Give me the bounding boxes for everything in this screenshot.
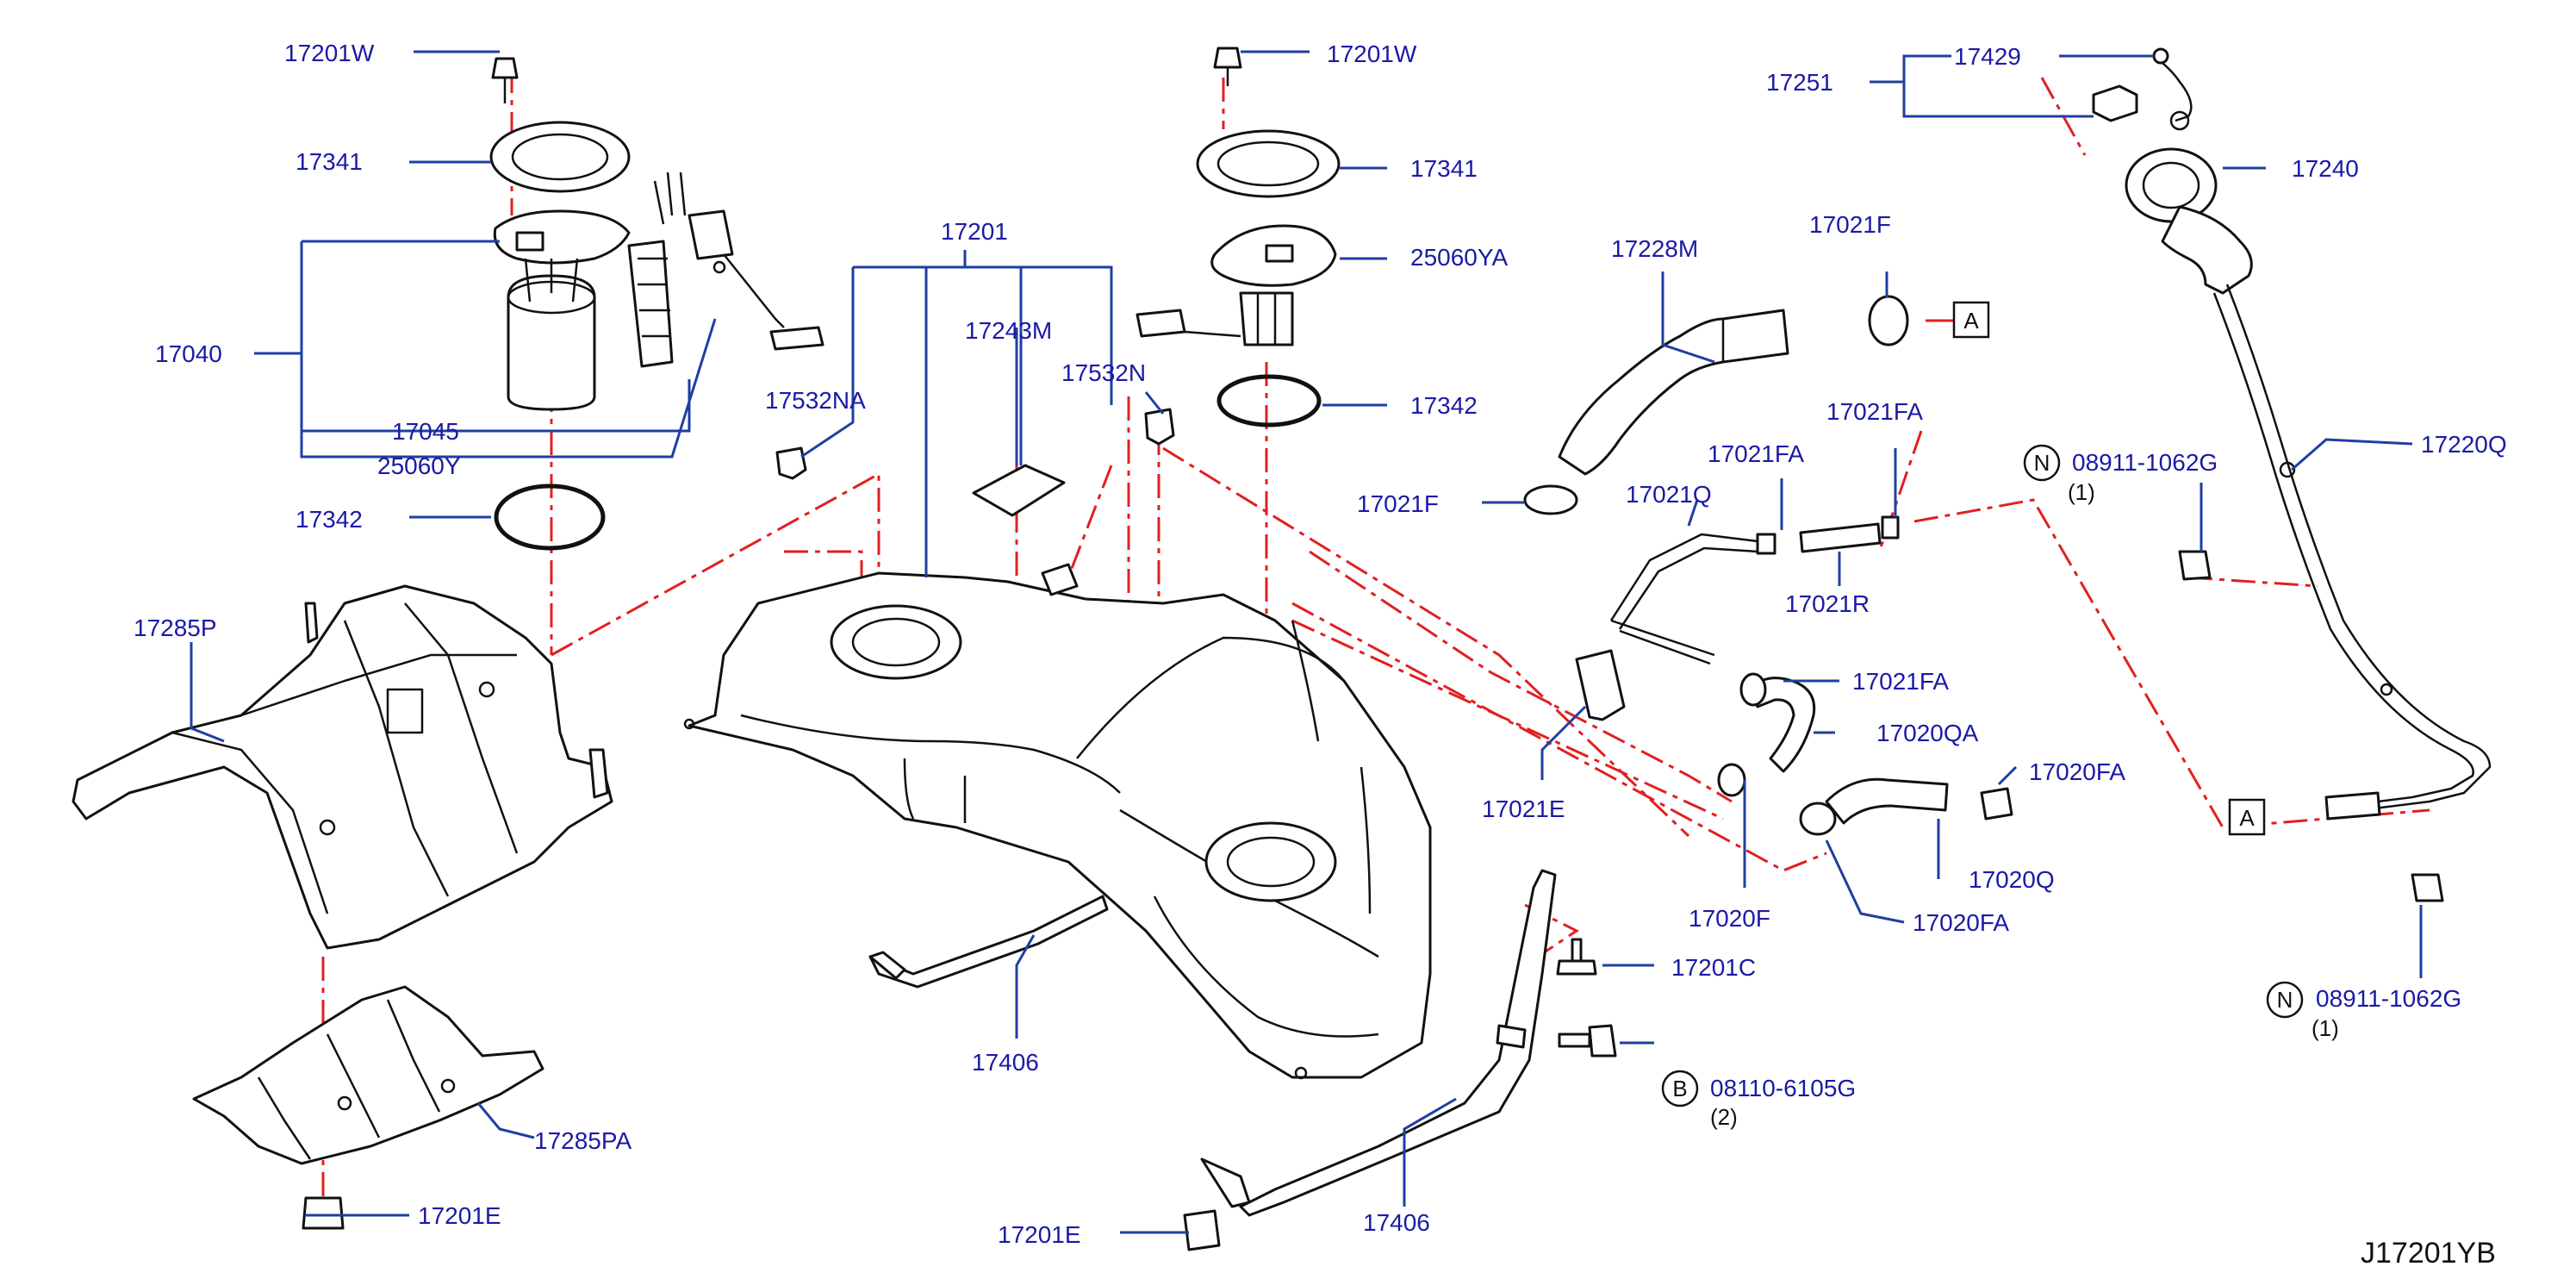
label-17020Q: 17020Q	[1969, 866, 2055, 893]
label-17532NA: 17532NA	[765, 387, 866, 414]
filler-tube-17220Q	[2125, 147, 2492, 820]
callout-B: B	[1661, 1070, 1699, 1107]
heat-insulator-17285PA	[192, 985, 544, 1165]
fuel-tank	[683, 563, 1432, 1080]
callout-A-bot: A	[2228, 798, 2266, 836]
marker-B: B	[1672, 1076, 1687, 1101]
fasteners	[302, 550, 2444, 1251]
hoses-and-filler	[1523, 295, 2013, 836]
label-17020FA-b: 17020FA	[1913, 909, 2009, 936]
label-25060Y: 25060Y	[377, 452, 461, 479]
left-gaskets	[494, 484, 606, 551]
label-17020QA: 17020QA	[1876, 720, 1979, 746]
label-17406-left: 17406	[972, 1049, 1039, 1076]
label-17020F: 17020F	[1689, 905, 1770, 932]
label-17532N: 17532N	[1061, 359, 1146, 386]
label-17021F-left: 17021F	[1357, 490, 1439, 517]
label-17406-right: 17406	[1363, 1209, 1430, 1236]
label-17341-mid: 17341	[1410, 155, 1478, 182]
clips-17532	[775, 408, 1175, 480]
reference-code: J17201YB	[2361, 1237, 2496, 1270]
label-17201E-mid: 17201E	[998, 1221, 1081, 1248]
label-17228M: 17228M	[1611, 235, 1698, 262]
label-08911-top: 08911-1062G	[2072, 449, 2218, 476]
heat-insulator-17285P	[72, 584, 613, 950]
label-17251: 17251	[1766, 69, 1833, 96]
callout-N-bot: N	[2266, 981, 2304, 1019]
label-17201C: 17201C	[1671, 954, 1756, 981]
callout-labels: 17201W 17341 17040 17045 25060Y 17342 17…	[134, 40, 2507, 1270]
label-17021FA-b: 17021FA	[1826, 398, 1923, 425]
label-17240: 17240	[2292, 155, 2359, 182]
label-08110-6105G: 08110-6105G	[1710, 1075, 1856, 1101]
label-08911-bot: 08911-1062G	[2316, 985, 2461, 1012]
label-17020FA-a: 17020FA	[2029, 758, 2125, 785]
label-17040: 17040	[155, 340, 222, 367]
filler-cap-17251	[2092, 47, 2193, 131]
fuel-sender-25060YA	[1136, 47, 1341, 427]
label-17285PA: 17285PA	[534, 1127, 632, 1154]
label-17021F-top: 17021F	[1809, 211, 1891, 238]
label-17021R: 17021R	[1785, 590, 1870, 617]
label-25060YA: 25060YA	[1410, 244, 1508, 271]
label-17429: 17429	[1954, 43, 2021, 70]
marker-N-top: N	[2034, 450, 2050, 476]
label-08110-qty: (2)	[1710, 1104, 1738, 1130]
label-17021FA-a: 17021FA	[1708, 440, 1804, 467]
label-08911-bot-qty: (1)	[2312, 1015, 2339, 1041]
label-17342-left: 17342	[296, 506, 363, 533]
label-08911-top-qty: (1)	[2068, 479, 2095, 505]
leader-lines	[190, 50, 2423, 1234]
label-17201E-left: 17201E	[418, 1202, 501, 1229]
callout-A-top: A	[1952, 301, 1990, 339]
marker-N-bot: N	[2277, 987, 2293, 1013]
fuel-pump-assembly-17040	[489, 57, 824, 411]
label-17045: 17045	[392, 418, 459, 445]
label-17201W-mid: 17201W	[1327, 41, 1417, 67]
label-17220Q: 17220Q	[2421, 431, 2507, 458]
marker-A-top: A	[1963, 308, 1979, 334]
marker-A-bot: A	[2239, 805, 2255, 831]
label-17021E: 17021E	[1482, 795, 1565, 822]
label-17341-left: 17341	[296, 148, 363, 175]
label-17285P: 17285P	[134, 615, 217, 641]
callout-N-top: N	[2023, 444, 2061, 482]
label-17342-mid: 17342	[1410, 392, 1478, 419]
label-plate-17243M	[972, 464, 1066, 517]
straps-17406	[868, 869, 1557, 1217]
label-17021Q: 17021Q	[1626, 481, 1712, 508]
label-17201W-left: 17201W	[284, 40, 375, 66]
label-17021FA-c: 17021FA	[1852, 668, 1949, 695]
label-17243M: 17243M	[965, 317, 1052, 344]
label-17201: 17201	[941, 218, 1008, 245]
